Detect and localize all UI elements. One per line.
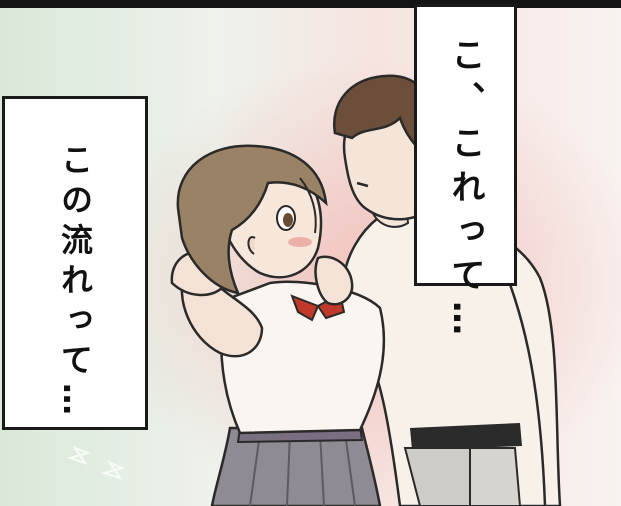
panel-top-border xyxy=(0,0,621,8)
caption-box-left: この流れって… xyxy=(2,96,148,430)
caption-box-right: こ、これって… xyxy=(414,4,517,345)
comic-panel xyxy=(0,8,621,506)
caption-text-left: この流れって… xyxy=(56,143,94,423)
sparkle-decoration xyxy=(66,445,126,480)
caption-text-right: こ、これって… xyxy=(445,37,485,345)
girl-figure xyxy=(170,144,386,506)
